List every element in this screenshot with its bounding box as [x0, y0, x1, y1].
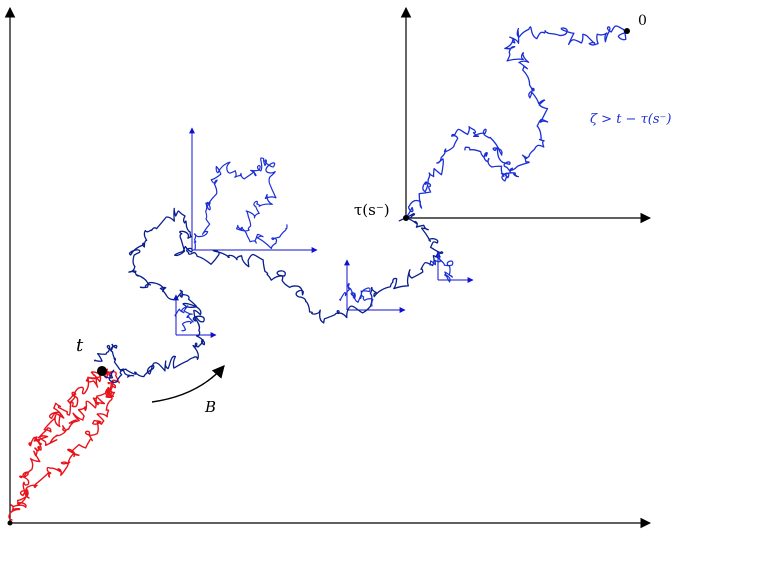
red-path-segment	[28, 380, 116, 447]
brownian-paths	[8, 25, 627, 521]
dark-path-segment	[101, 207, 444, 384]
light-path-segment	[193, 157, 288, 251]
local-frame	[435, 251, 474, 283]
local-frames	[173, 127, 474, 338]
dark-path-segment	[93, 343, 135, 378]
local-frame	[173, 294, 217, 338]
point-tau	[403, 215, 409, 221]
local-frame	[189, 127, 318, 253]
light-path-segment	[339, 283, 374, 307]
light-path-segment	[174, 305, 194, 332]
shifted-axes	[400, 6, 652, 224]
label-t: t	[76, 335, 84, 356]
jump-arrow-B	[151, 365, 225, 403]
label-zero: 0	[638, 13, 647, 29]
red-path-segment	[17, 370, 121, 506]
local-frame	[344, 259, 406, 313]
point-zero	[624, 28, 630, 34]
main-axes	[4, 6, 652, 529]
light-path-segment	[403, 25, 627, 221]
light-path-segment	[464, 146, 520, 182]
light-path-segment	[429, 252, 454, 283]
label-B: B	[204, 398, 216, 416]
label-tau: τ(s⁻)	[354, 201, 390, 219]
label-zeta-condition: ζ > t − τ(s⁻)	[590, 112, 671, 127]
red-path-segment	[8, 366, 109, 521]
point-t	[97, 366, 107, 376]
origin-point	[7, 520, 13, 526]
